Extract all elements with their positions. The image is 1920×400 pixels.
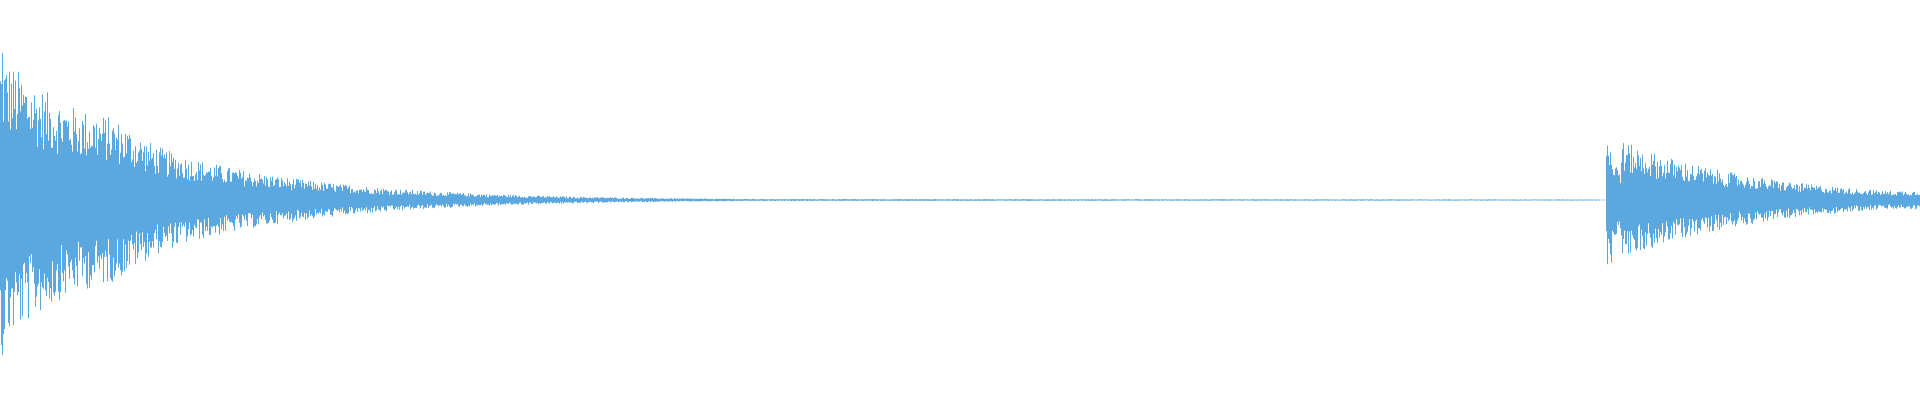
waveform-amplitude-trace bbox=[0, 53, 1920, 355]
waveform-samples bbox=[0, 53, 1920, 355]
